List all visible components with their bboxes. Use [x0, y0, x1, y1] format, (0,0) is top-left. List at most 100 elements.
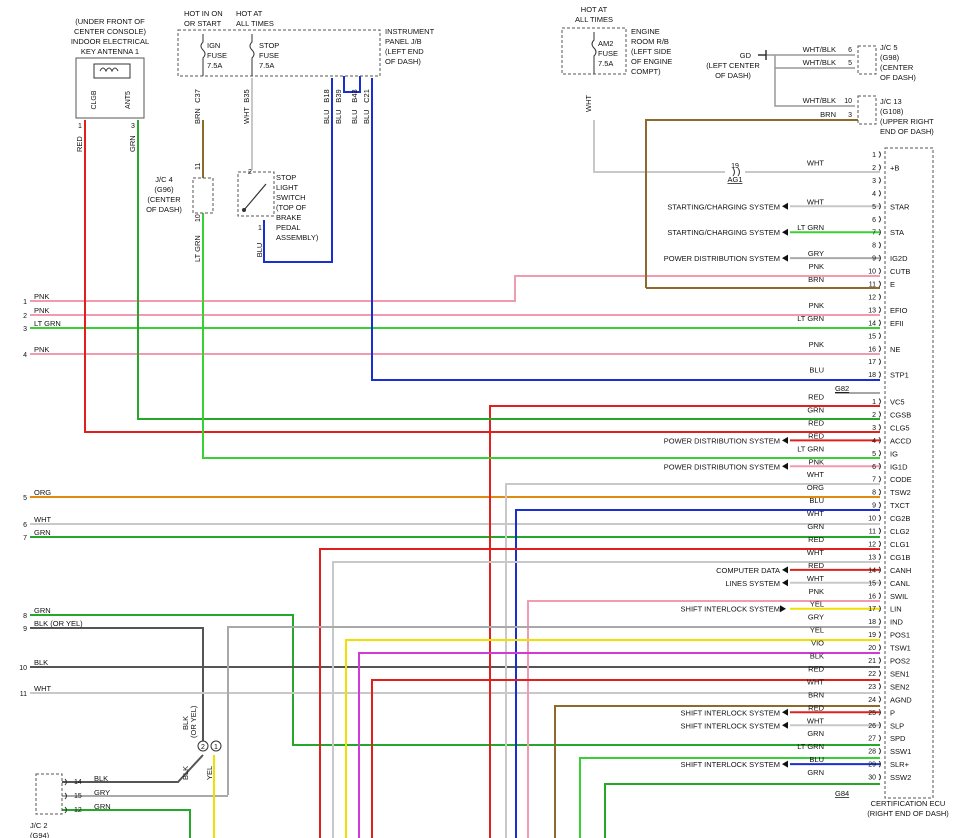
wire-color-label: RED [808, 703, 824, 712]
wire-color-label: BLK [94, 774, 108, 783]
pin-number: 10 [868, 516, 876, 523]
wire-vio-tsw1 [358, 652, 880, 838]
fuse-icon [200, 34, 206, 76]
pin-name: ANT5 [125, 91, 132, 109]
jc4-label: J/C 4 [155, 175, 173, 184]
pin-mark [878, 683, 881, 690]
antenna-description: (UNDER FRONT OF [75, 17, 145, 26]
connector-label: AG1 [727, 175, 742, 184]
wire-color-label: WHT/BLK [803, 58, 836, 67]
pin-number: 13 [868, 554, 876, 561]
pin-number: 9 [872, 503, 876, 510]
pin-name: STP1 [890, 371, 909, 380]
pin-number: 15 [868, 333, 876, 340]
fuse-label: 7.5A [259, 61, 274, 70]
coil-icon [93, 63, 131, 79]
connector-g84: G84 [835, 789, 849, 798]
certification-ecu [884, 147, 934, 799]
pin-mark [64, 792, 67, 800]
pin-number: 15 [868, 580, 876, 587]
switch-label: (TOP OF [276, 203, 307, 212]
destination-label: POWER DISTRIBUTION SYSTEM [664, 254, 780, 263]
pin-number: 12 [868, 294, 876, 301]
jb-label: INSTRUMENT [385, 27, 435, 36]
antenna-description: CENTER CONSOLE) [74, 27, 147, 36]
jc5-label: (CENTER [880, 63, 914, 72]
pin-mark [878, 527, 881, 535]
hot-label: ALL TIMES [575, 15, 613, 24]
pin-name: B35 [242, 89, 251, 102]
pin-number: 7 [872, 477, 876, 484]
jc13-label: END OF DASH) [880, 127, 934, 136]
junction-connector-13 [857, 95, 877, 125]
jc5-label: OF DASH) [880, 73, 916, 82]
pin-mark [878, 657, 881, 664]
wire-grn-ssw2 [604, 783, 880, 838]
pin-mark [878, 488, 881, 496]
switch-label: ASSEMBLY) [276, 233, 319, 242]
wire-color-label: GRN [807, 522, 824, 531]
rb-label: COMPT) [631, 67, 661, 76]
switch-label: PEDAL [276, 223, 301, 232]
pin-name: LIN [890, 605, 902, 614]
pin-number: 1 [258, 225, 262, 232]
wire-color-label: BLK (OR YEL) [34, 619, 83, 628]
pin-mark [878, 631, 881, 638]
pin-number: 14 [868, 320, 876, 327]
arrow-icon [782, 708, 788, 716]
pin-name: EFII [890, 319, 904, 328]
pin-number: 12 [74, 807, 82, 814]
pin-mark [878, 345, 881, 353]
hot-label: ALL TIMES [236, 19, 274, 28]
pin-mark [878, 293, 881, 301]
pin-mark [878, 605, 881, 613]
pin-number: 27 [868, 736, 876, 743]
pin-number: 5 [872, 451, 876, 458]
connector-g82: G82 [835, 384, 849, 393]
pin-mark [878, 267, 881, 275]
pin-number: 6 [872, 464, 876, 471]
wire-color-label: BLU [322, 109, 331, 124]
wire-color-label: RED [808, 535, 824, 544]
wire-ltgrn-ssw1 [579, 757, 880, 838]
wire-color-label: PNK [809, 262, 824, 271]
wire-color-label: GRY [808, 249, 824, 258]
wire-color-label: GRN [807, 729, 824, 738]
wire-color-label: BLU [809, 755, 824, 764]
pin-name: STA [890, 228, 904, 237]
splice-point-2 [197, 740, 209, 752]
pin-mark [878, 760, 881, 768]
wire-grn-jc2-12 [84, 809, 191, 838]
pin-mark [878, 566, 881, 574]
jc4-label: (G96) [154, 185, 174, 194]
arrow-icon [782, 721, 788, 729]
wire-color-label: BLK [181, 716, 190, 730]
wire-pnk-cutb [30, 275, 880, 302]
wire-number: 8 [23, 613, 27, 620]
wire-color-label: PNK [34, 345, 49, 354]
pin-number: 5 [848, 60, 852, 67]
pin-name: TSW1 [890, 644, 911, 653]
inline-connector-icon [732, 167, 740, 177]
pin-name: EFIO [890, 306, 908, 315]
wire-color-label: RED [808, 393, 824, 402]
jc13-label: J/C 13 [880, 97, 902, 106]
wire-color-label: RED [808, 431, 824, 440]
wire-color-label: WHT/BLK [803, 45, 836, 54]
pin-name: AGND [890, 695, 912, 704]
wire-color-label: LT GRN [797, 223, 824, 232]
pin-number: 7 [872, 230, 876, 237]
pin-name: SSW2 [890, 773, 911, 782]
pin-mark [878, 514, 881, 522]
wire-number: 10 [19, 665, 27, 672]
pin-name: CANL [890, 579, 910, 588]
wire-color-label: WHT [34, 684, 51, 693]
wire-color-label: BLU [362, 109, 371, 124]
wire-grn-cgsb [137, 120, 880, 420]
wire-color-label: PNK [34, 306, 49, 315]
pin-number: 16 [868, 593, 876, 600]
pin-name: SLP [890, 721, 904, 730]
pin-number: 1 [872, 399, 876, 406]
wire-color-label: BLU [350, 109, 359, 124]
wire-number: 1 [23, 299, 27, 306]
